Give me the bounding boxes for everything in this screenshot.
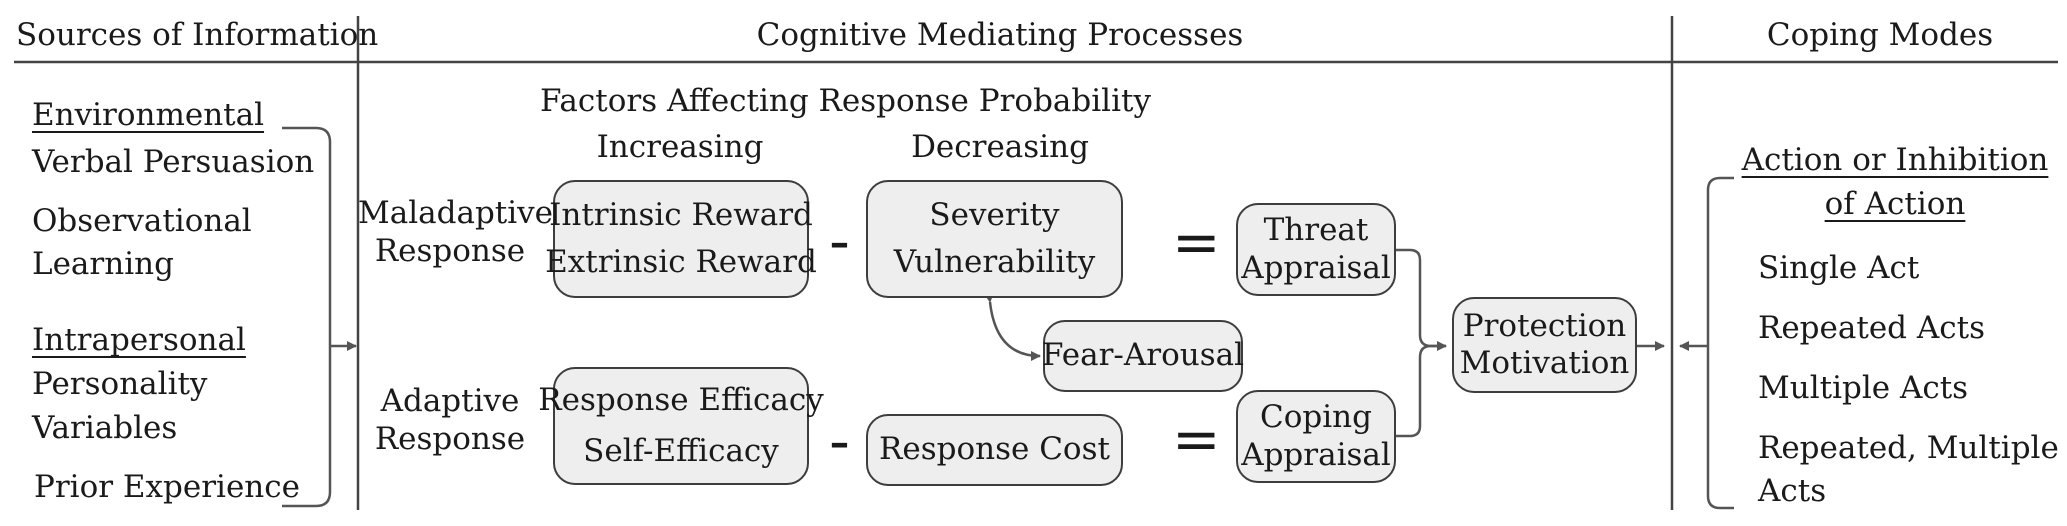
coping-item-repeated-multiple-line2: Acts <box>1758 473 1827 509</box>
rewards-box: Intrinsic Reward Extrinsic Reward <box>545 180 817 298</box>
coping-item-multiple-acts: Multiple Acts <box>1758 370 1969 406</box>
minus-operator-threat: - <box>829 207 850 275</box>
threat-appraisal-line2: Appraisal <box>1241 249 1391 286</box>
header-coping-modes: Coping Modes <box>1766 17 1994 53</box>
protection-motivation-box: Protection Motivation <box>1452 297 1637 393</box>
coping-heading-line2: of Action <box>1824 186 1966 222</box>
environmental-heading: Environmental <box>32 97 265 133</box>
prior-experience: Prior Experience <box>34 469 300 505</box>
intrapersonal-heading: Intrapersonal <box>32 322 246 358</box>
factors-increasing: Increasing <box>596 129 764 165</box>
header-sources: Sources of Information <box>16 17 379 53</box>
header-cognitive-processes: Cognitive Mediating Processes <box>756 17 1244 53</box>
protection-motivation-line2: Motivation <box>1459 345 1630 381</box>
response-cost-box: Response Cost <box>866 414 1123 486</box>
threat-appraisal-box: Threat Appraisal <box>1236 203 1396 296</box>
fear-arousal-connector <box>984 292 1041 361</box>
intrinsic-reward: Intrinsic Reward <box>549 197 813 234</box>
factors-decreasing: Decreasing <box>911 129 1089 165</box>
adaptive-response-line2: Response <box>374 421 526 457</box>
response-efficacy: Response Efficacy <box>538 381 824 418</box>
self-efficacy: Self-Efficacy <box>583 433 779 469</box>
vulnerability: Vulnerability <box>893 243 1096 280</box>
fear-arousal-box: Fear-Arousal <box>1041 320 1245 392</box>
severity-vulnerability-box: Severity Vulnerability <box>866 180 1123 298</box>
observational-learning-line1: Observational <box>32 203 252 239</box>
coping-appraisal-box: Coping Appraisal <box>1236 390 1396 483</box>
observational-learning-line2: Learning <box>32 246 174 282</box>
fear-arousal: Fear-Arousal <box>1041 337 1245 374</box>
coping-item-single-act: Single Act <box>1758 250 1920 286</box>
maladaptive-response-line1: Maladaptive <box>358 195 554 231</box>
coping-connector <box>1396 344 1446 438</box>
equals-operator-coping: = <box>1172 405 1221 473</box>
equals-operator-threat: = <box>1172 208 1221 276</box>
coping-item-repeated-acts: Repeated Acts <box>1758 310 1985 346</box>
verbal-persuasion: Verbal Persuasion <box>32 144 315 180</box>
maladaptive-response-line2: Response <box>374 233 526 269</box>
threat-appraisal-line1: Threat <box>1263 212 1369 249</box>
personality-variables-line1: Personality <box>32 366 208 402</box>
factors-title: Factors Affecting Response Probability <box>540 83 1151 119</box>
personality-variables-line2: Variables <box>32 410 178 446</box>
threat-connector <box>1396 248 1447 351</box>
coping-item-repeated-multiple-line1: Repeated, Multiple <box>1758 430 2059 466</box>
response-cost: Response Cost <box>879 431 1110 468</box>
sources-brace <box>282 126 332 508</box>
coping-heading-line1: Action or Inhibition <box>1741 142 2049 178</box>
coping-appraisal-line1: Coping <box>1260 399 1372 436</box>
coping-modes-brace <box>1706 176 1734 510</box>
efficacy-box: Response Efficacy Self-Efficacy <box>538 367 824 485</box>
extrinsic-reward: Extrinsic Reward <box>545 243 817 280</box>
coping-appraisal-line2: Appraisal <box>1241 436 1391 473</box>
adaptive-response-line1: Adaptive <box>380 383 520 419</box>
severity: Severity <box>929 197 1060 234</box>
minus-operator-coping: - <box>829 407 850 475</box>
protection-motivation-line1: Protection <box>1462 307 1627 344</box>
